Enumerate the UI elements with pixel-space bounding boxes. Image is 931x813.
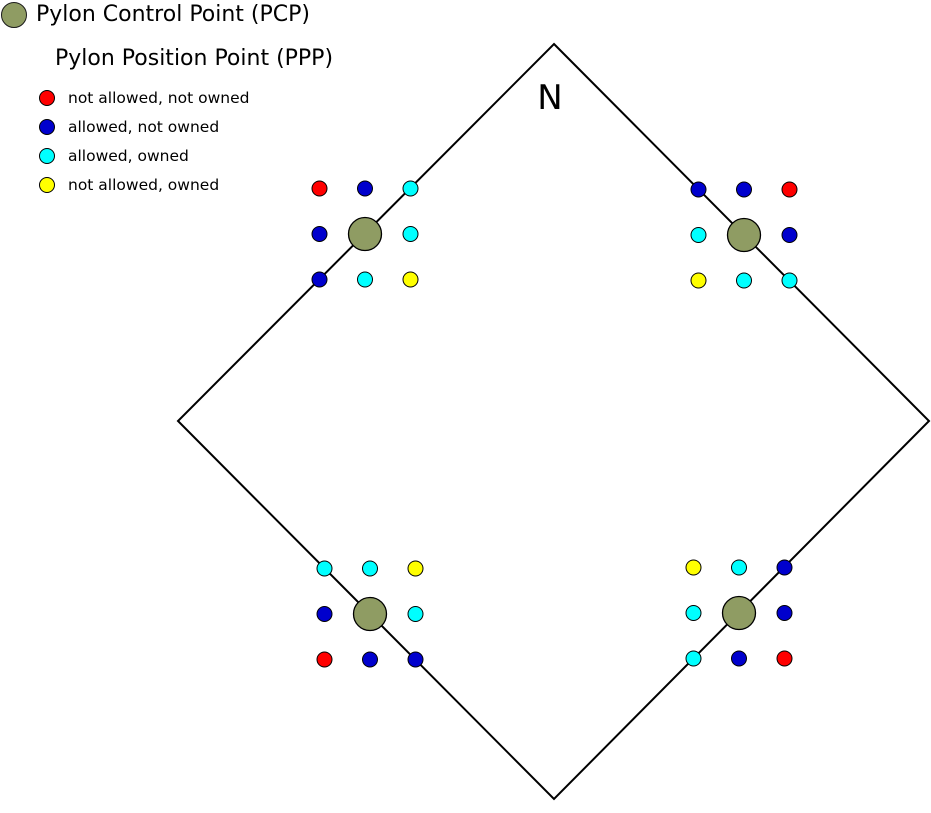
legend-item-label: not allowed, owned	[68, 175, 220, 194]
pylon-cluster-bottom-right	[685, 559, 793, 667]
ppp-dot-cyan	[402, 226, 419, 242]
ppp-dot-blue	[690, 181, 707, 198]
ppp-dot-blue	[362, 651, 378, 668]
ppp-dot-cyan	[731, 559, 747, 576]
ppp-dot-yellow	[402, 271, 419, 288]
blue-dot-icon	[39, 118, 55, 135]
pylon-cluster-bottom-left	[316, 560, 424, 668]
ppp-legend-heading: Pylon Position Point (PPP)	[55, 46, 334, 71]
cyan-dot-icon	[39, 147, 55, 164]
ppp-dot-blue	[407, 651, 424, 668]
pylon-cluster-top-right	[690, 181, 798, 289]
legend-item-blue: allowed, not owned	[39, 112, 249, 141]
legend-pcp-row: Pylon Control Point (PCP)	[1, 1, 310, 29]
legend-item-yellow: not allowed, owned	[39, 170, 249, 199]
ppp-dot-blue	[781, 227, 798, 243]
ppp-dot-blue	[731, 650, 747, 667]
pcp-circle	[347, 216, 383, 252]
legend-item-label: allowed, not owned	[68, 117, 220, 136]
ppp-dot-cyan	[316, 560, 333, 577]
legend-items: not allowed, not owned allowed, not owne…	[39, 83, 249, 199]
red-dot-icon	[39, 89, 55, 106]
pcp-circle	[352, 596, 388, 632]
pcp-circle	[726, 217, 762, 253]
legend-item-label: allowed, owned	[68, 146, 189, 165]
ppp-dot-blue	[311, 271, 328, 288]
ppp-dot-red	[781, 181, 798, 198]
pylon-cluster-top-left	[311, 180, 419, 288]
legend-item-red: not allowed, not owned	[39, 83, 249, 112]
north-label: N	[537, 78, 562, 118]
ppp-dot-cyan	[781, 272, 798, 289]
ppp-dot-red	[311, 180, 328, 197]
ppp-dot-blue	[311, 226, 328, 242]
ppp-dot-red	[316, 651, 333, 668]
ppp-dot-cyan	[690, 227, 707, 243]
ppp-dot-yellow	[685, 559, 702, 576]
ppp-dot-blue	[736, 181, 752, 198]
course-outline	[176, 42, 931, 801]
pcp-swatch-icon	[1, 2, 27, 28]
pcp-legend-label: Pylon Control Point (PCP)	[36, 2, 310, 27]
legend-item-label: not allowed, not owned	[68, 88, 250, 107]
ppp-dot-blue	[776, 559, 793, 576]
ppp-dot-red	[776, 650, 793, 667]
ppp-dot-cyan	[362, 560, 378, 577]
ppp-dot-cyan	[685, 650, 702, 667]
ppp-dot-cyan	[357, 271, 373, 288]
ppp-dot-cyan	[736, 272, 752, 289]
ppp-dot-cyan	[402, 180, 419, 197]
pcp-circle	[721, 595, 757, 631]
ppp-dot-blue	[357, 180, 373, 197]
ppp-dot-blue	[776, 605, 793, 621]
yellow-dot-icon	[39, 176, 55, 193]
ppp-dot-yellow	[407, 560, 424, 577]
ppp-dot-cyan	[407, 606, 424, 622]
legend-item-cyan: allowed, owned	[39, 141, 249, 170]
ppp-dot-yellow	[690, 272, 707, 289]
ppp-dot-cyan	[685, 605, 702, 621]
ppp-dot-blue	[316, 606, 333, 622]
